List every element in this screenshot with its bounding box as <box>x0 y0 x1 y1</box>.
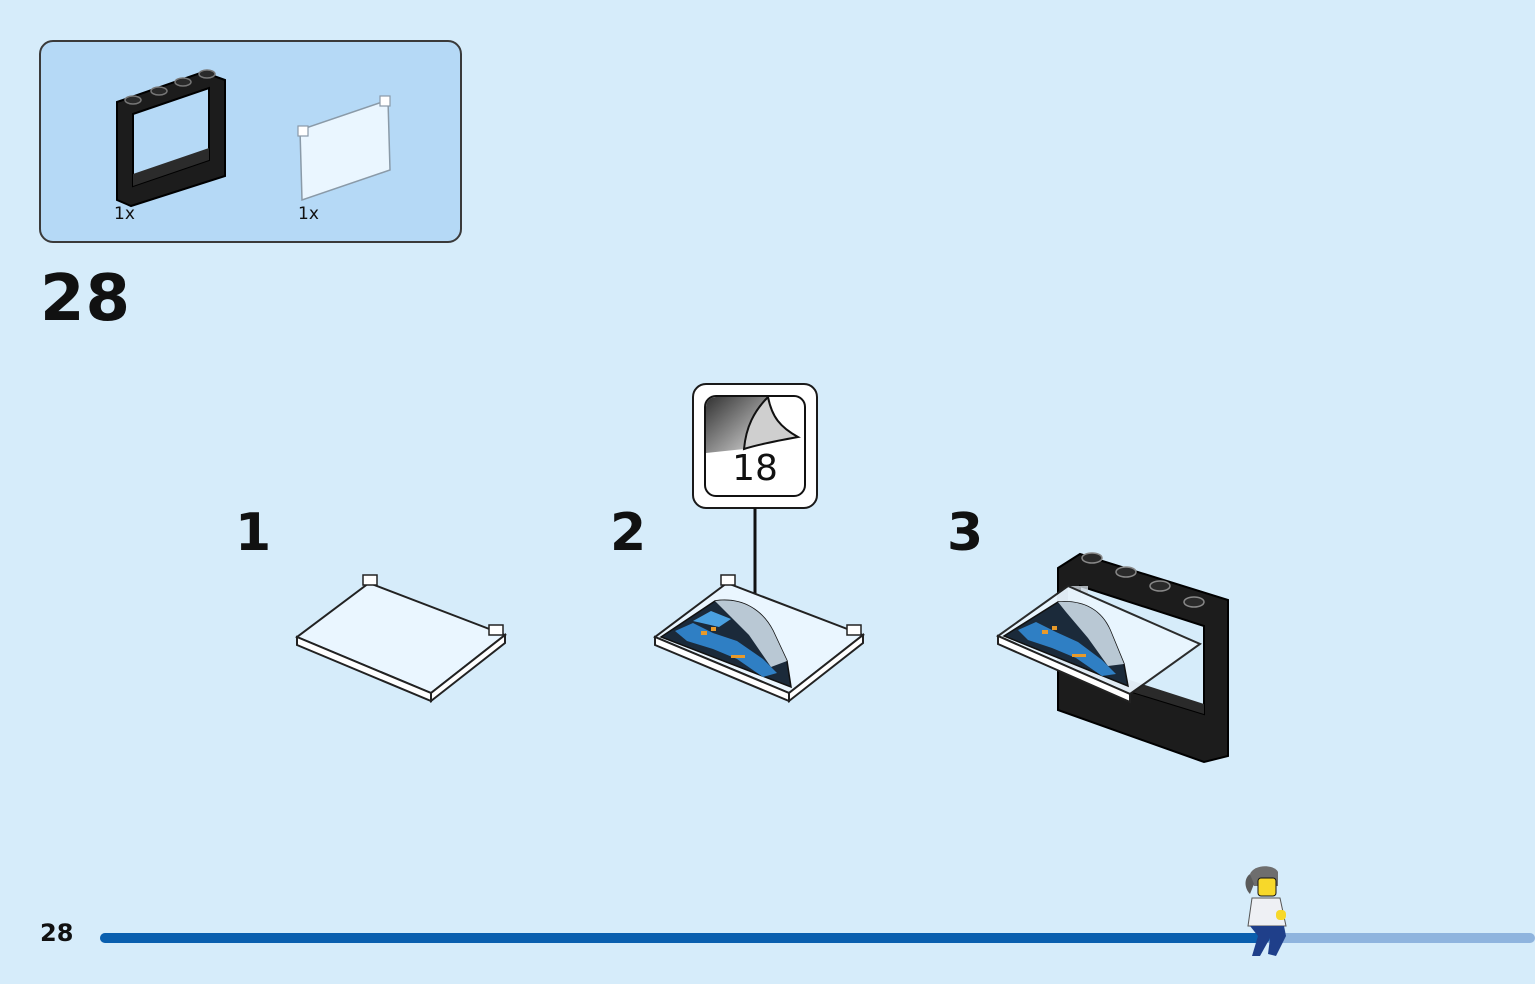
parts-list-box: 1x 1x <box>39 40 462 243</box>
minifigure-icon <box>1245 866 1287 956</box>
substep-label-3: 3 <box>947 503 984 563</box>
progress-bar-fill <box>100 933 1270 943</box>
sticker-sheet-icon: 18 <box>704 395 806 497</box>
sticker-number: 18 <box>732 448 778 489</box>
substep-1-glass-pane <box>295 574 508 704</box>
window-glass-quantity: 1x <box>298 204 319 224</box>
substep-label-2: 2 <box>610 503 647 563</box>
page-number: 28 <box>40 919 74 947</box>
progress-bar <box>100 933 1535 943</box>
sticker-callout: 18 <box>692 383 818 509</box>
substep-label-1: 1 <box>235 503 272 563</box>
substep-3-frame-with-glass <box>995 552 1229 764</box>
window-frame-quantity: 1x <box>114 204 135 224</box>
step-number: 28 <box>40 262 132 336</box>
substep-2-glass-with-sticker <box>653 574 866 704</box>
window-frame-part <box>116 69 226 208</box>
window-glass-part <box>297 95 391 202</box>
